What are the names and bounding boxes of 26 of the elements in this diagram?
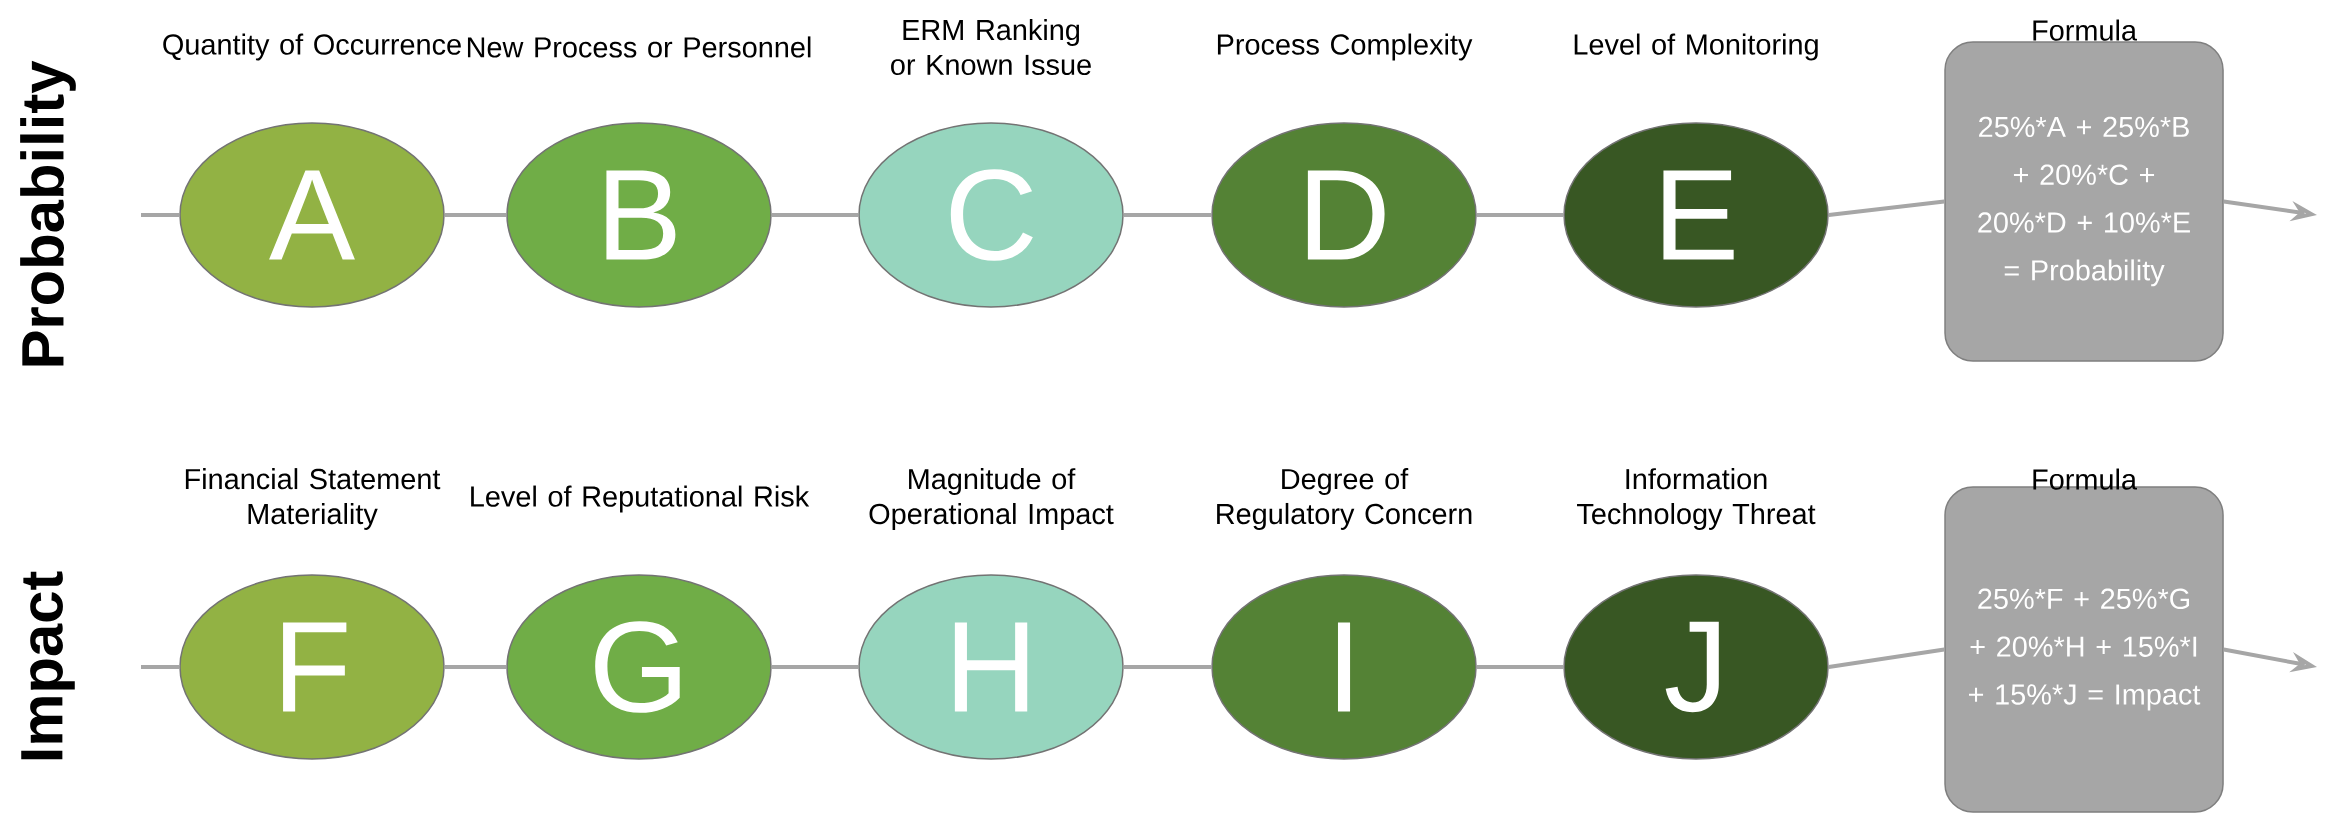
connector-line	[1476, 213, 1564, 217]
factor-caption: Level of Reputational Risk	[471, 485, 810, 513]
factor-caption: Process Complexity	[1217, 33, 1473, 61]
formula-heading: Formula	[2033, 19, 2137, 41]
factor-caption: Financial Statement Materiality	[185, 468, 441, 530]
row-label: Impact	[21, 571, 75, 760]
connector-line	[141, 213, 180, 217]
connector-line	[1828, 199, 1945, 217]
factor-caption: Information Technology Threat	[1577, 468, 1816, 530]
factor-caption: New Process or Personnel	[467, 36, 811, 58]
connector-line	[1123, 665, 1212, 669]
factor-caption: Quantity of Occurrence	[163, 33, 461, 61]
row-label: Probability	[20, 60, 76, 366]
connector-line	[771, 665, 859, 669]
factor-caption: ERM Ranking or Known Issue	[891, 18, 1091, 76]
connector-line	[771, 213, 859, 217]
connector-line	[444, 213, 507, 217]
connector-line	[1828, 647, 1945, 669]
connector-line	[444, 665, 507, 669]
factor-caption: Degree of Regulatory Concern	[1217, 468, 1472, 530]
connector-line	[141, 665, 180, 669]
factor-caption: Magnitude of Operational Impact	[869, 468, 1114, 530]
factor-caption: Level of Monitoring	[1574, 33, 1818, 61]
connector-line	[1123, 213, 1212, 217]
connector-line	[1476, 665, 1564, 669]
formula-box: 25%*A + 25%*B + 20%*C + 20%*D + 10%*E = Probability	[1944, 41, 2224, 362]
